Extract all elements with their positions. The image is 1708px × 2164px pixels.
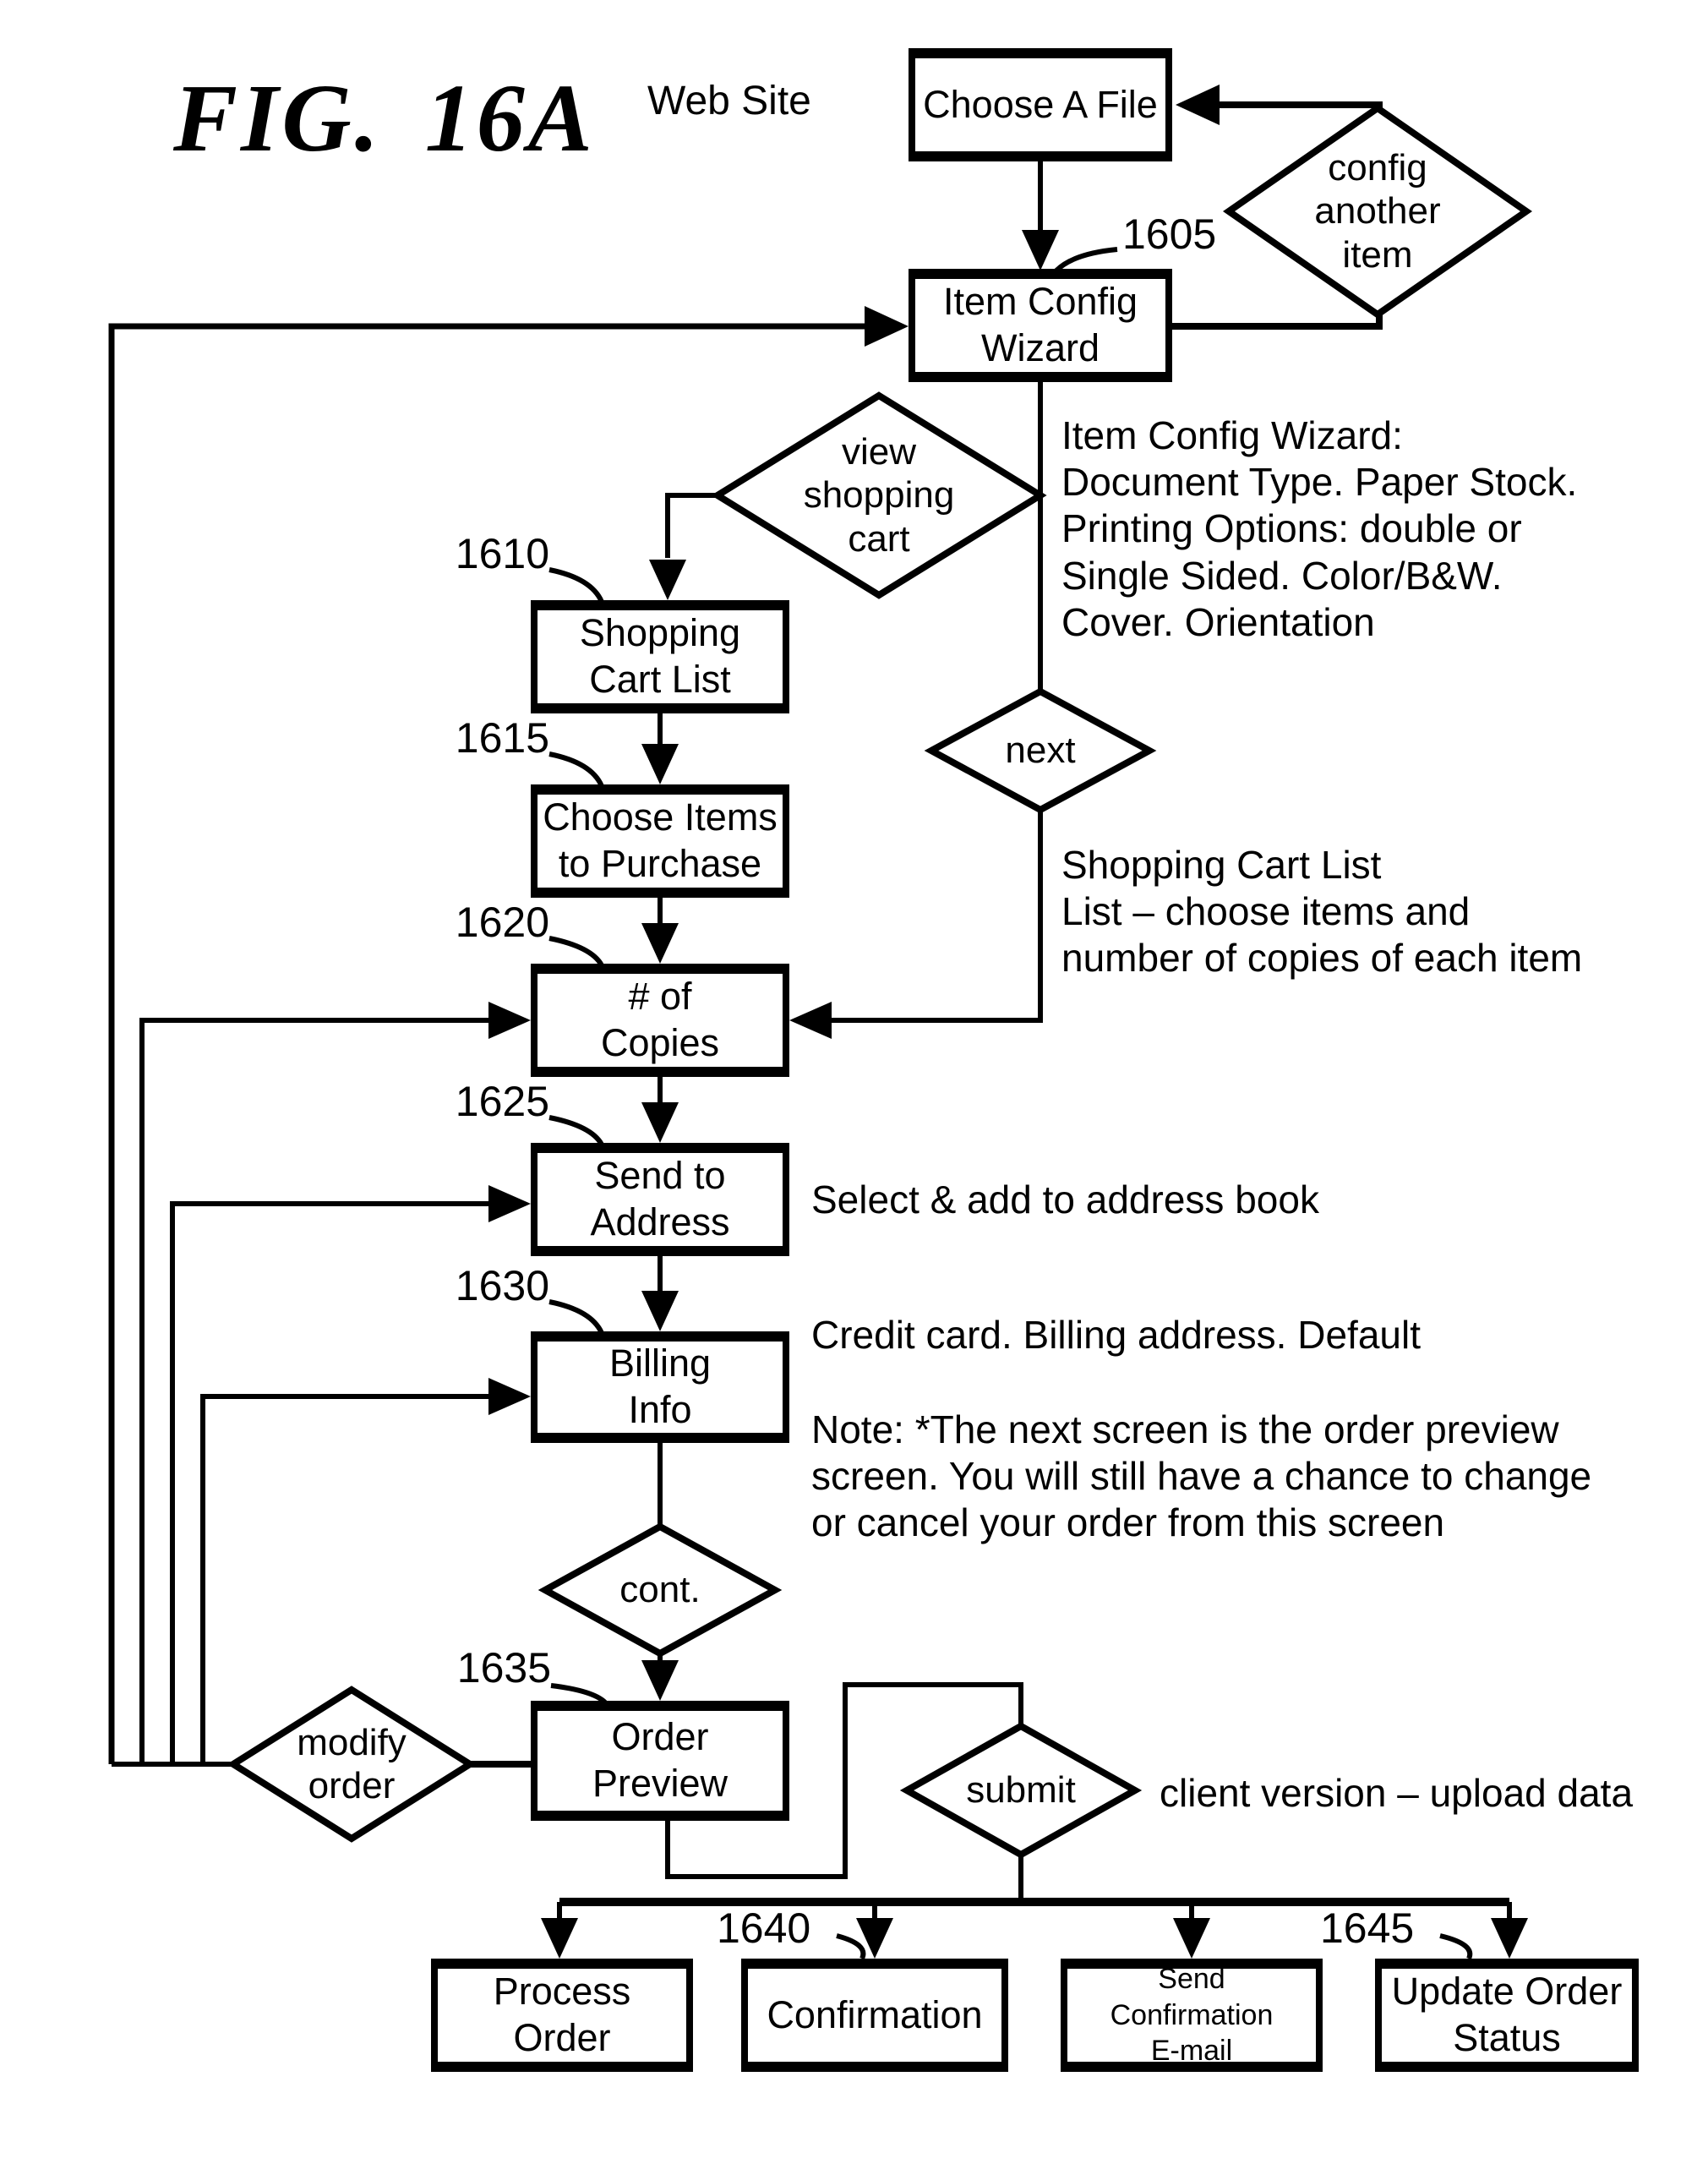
flow-box-label: Update Order Status: [1391, 1970, 1623, 2059]
ref-label-1630: 1630: [455, 1262, 549, 1309]
decision-label-view-shopping-cart: view shopping cart: [803, 431, 955, 560]
feedback-line-copies: [139, 1018, 490, 1764]
feedback-line-address: [170, 1201, 490, 1764]
flow-box-label: Item Config Wizard: [942, 280, 1138, 369]
flow-box-choose-a-file: Choose A File: [909, 48, 1172, 161]
flow-box-label: Send Confirmation E-mail: [1110, 1963, 1274, 2068]
arrowhead-into-process-order: [541, 1918, 578, 1959]
annotation-order-preview-note: Note: *The next screen is the order prev…: [811, 1407, 1592, 1545]
leader-1615: [548, 751, 604, 788]
flow-box-num-copies: # of Copies: [531, 964, 789, 1077]
leader-1610: [548, 567, 604, 604]
flow-box-label: # of Copies: [600, 975, 720, 1064]
annotation-billing: Credit card. Billing address. Default: [811, 1313, 1421, 1357]
connector-wizard-to-config: [1172, 314, 1383, 330]
annotation-item-config-wizard: Item Config Wizard: Document Type. Paper…: [1061, 413, 1578, 644]
flow-box-send-confirmation-email: Send Confirmation E-mail: [1061, 1959, 1323, 2072]
leader-1605: [1054, 247, 1118, 273]
connector-preview-to-submit: [665, 1682, 1023, 1879]
leader-1640: [836, 1933, 866, 1960]
decision-label-next: next: [1005, 730, 1076, 772]
flow-box-billing-info: Billing Info: [531, 1331, 789, 1443]
diamond-cont: [538, 1522, 783, 1658]
connector-config-to-file: [1214, 101, 1383, 112]
arrowhead-into-address-left: [488, 1185, 531, 1222]
decision-label-submit: submit: [966, 1769, 1076, 1812]
diamond-next: [924, 687, 1157, 814]
connector-next-to-copies: [832, 810, 1043, 1023]
flow-box-label: Billing Info: [608, 1342, 712, 1431]
decision-label-modify-order: modify order: [297, 1721, 407, 1806]
arrowhead-into-billing-left: [488, 1378, 531, 1415]
arrowhead-into-confirmation: [856, 1918, 893, 1959]
flow-box-order-preview: Order Preview: [531, 1701, 789, 1821]
ref-label-1635: 1635: [456, 1644, 551, 1691]
flow-box-label: Choose Items to Purchase: [543, 795, 778, 885]
arrowhead-into-cartlist: [649, 560, 686, 600]
annotation-address-book: Select & add to address book: [811, 1178, 1319, 1221]
arrowhead-into-wizard-top: [1022, 230, 1059, 270]
website-label: Web Site: [647, 79, 811, 123]
leader-1630: [548, 1299, 604, 1335]
flow-box-label: Confirmation: [767, 1992, 983, 2036]
ref-label-1640: 1640: [717, 1904, 811, 1952]
leader-1645: [1439, 1933, 1473, 1960]
flow-box-item-config-wizard: Item Config Wizard: [909, 269, 1172, 382]
diamond-modify-order: [226, 1686, 477, 1843]
feedback-line-wizard: [108, 323, 865, 1764]
arrowhead-into-file: [1176, 85, 1220, 125]
flow-box-label: Send to Address: [590, 1154, 730, 1243]
arrowhead-into-copies-top: [641, 923, 679, 964]
arrowhead-into-send-email: [1173, 1918, 1210, 1959]
leader-1620: [548, 936, 604, 967]
flow-box-confirmation: Confirmation: [741, 1959, 1008, 2072]
connector-view-to-cartlist: [665, 493, 718, 558]
ref-label-1615: 1615: [455, 714, 549, 762]
flow-box-process-order: Process Order: [431, 1959, 693, 2072]
leader-1625: [548, 1115, 604, 1146]
ref-label-1605: 1605: [1122, 210, 1217, 258]
flow-box-shopping-cart-list: Shopping Cart List: [531, 600, 789, 713]
decision-label-cont: cont.: [619, 1569, 701, 1611]
arrowhead-into-copies-right: [789, 1002, 832, 1039]
ref-label-1645: 1645: [1320, 1904, 1415, 1952]
diamond-submit: [899, 1722, 1143, 1859]
flow-box-send-to-address: Send to Address: [531, 1143, 789, 1256]
feedback-line-billing: [200, 1394, 490, 1764]
leader-1635: [550, 1683, 608, 1705]
decision-label-config-another-item: config another item: [1314, 147, 1441, 276]
diamond-config-another-item: [1222, 104, 1533, 319]
flow-box-label: Process Order: [493, 1970, 631, 2059]
arrowhead-into-preview: [641, 1660, 679, 1701]
flow-box-label: Choose A File: [923, 82, 1158, 126]
flow-box-update-order-status: Update Order Status: [1375, 1959, 1639, 2072]
arrowhead-into-copies-left: [488, 1002, 531, 1039]
ref-label-1625: 1625: [455, 1078, 549, 1125]
arrowhead-into-billing-top: [641, 1291, 679, 1331]
annotation-shopping-cart: Shopping Cart List List – choose items a…: [1061, 843, 1583, 981]
diamond-view-shopping-cart: [711, 391, 1047, 599]
ref-label-1620: 1620: [455, 899, 549, 946]
ref-label-1610: 1610: [455, 530, 549, 577]
arrowhead-into-update-status: [1491, 1918, 1528, 1959]
annotation-client-version: client version – upload data: [1160, 1771, 1634, 1815]
arrowhead-into-chooseitems: [641, 744, 679, 784]
flow-box-label: Order Preview: [592, 1715, 728, 1805]
flow-box-label: Shopping Cart List: [579, 611, 741, 701]
arrowhead-into-address-top: [641, 1102, 679, 1143]
arrowhead-into-wizard-left: [865, 306, 909, 347]
figure-title: FIG. 16A: [173, 64, 596, 172]
flow-box-choose-items: Choose Items to Purchase: [531, 784, 789, 898]
